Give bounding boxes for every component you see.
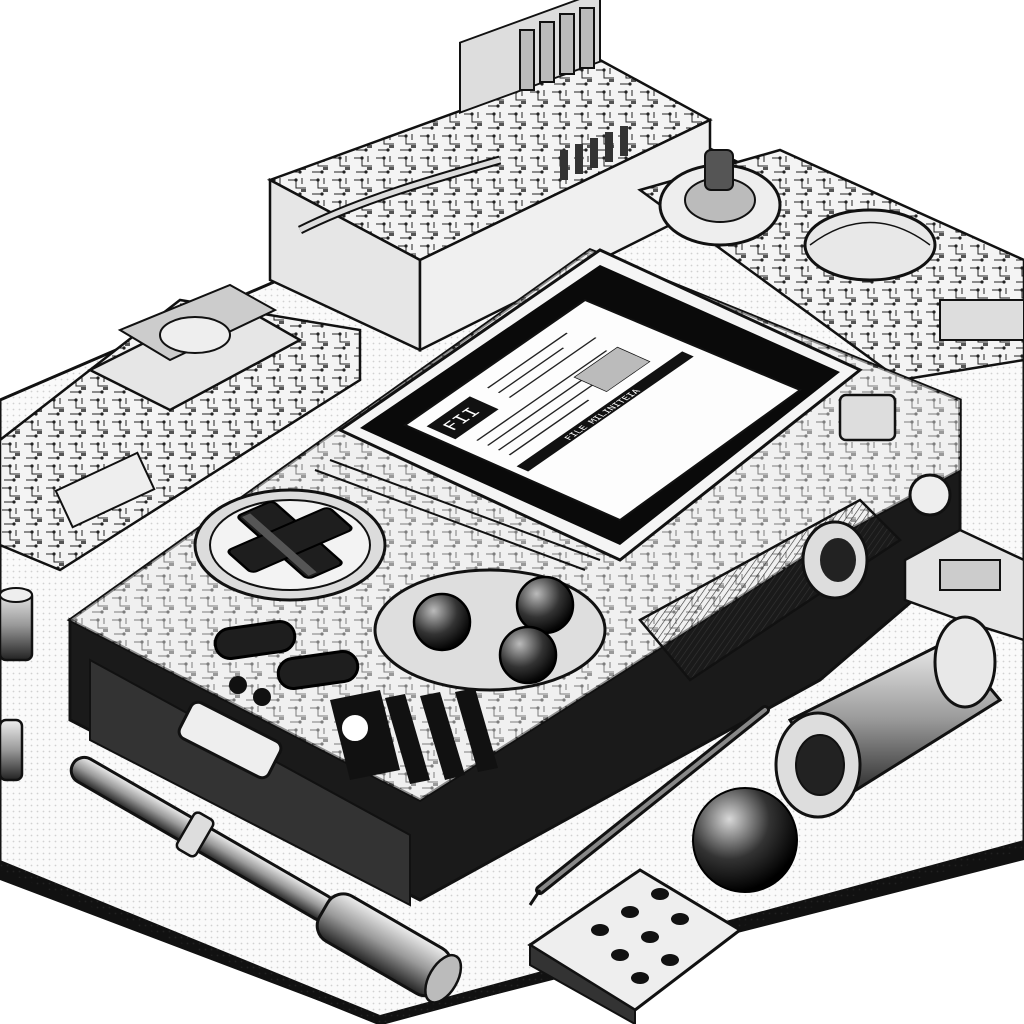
select-button[interactable] [213, 620, 297, 661]
vent-slots [330, 688, 498, 784]
circuit-board-left [0, 283, 362, 572]
face-button-icon[interactable] [498, 625, 558, 685]
face-button-icon[interactable] [515, 575, 575, 635]
start-button[interactable] [276, 650, 360, 691]
screwdriver-tool [69, 755, 463, 1004]
select-start-buttons [213, 620, 360, 706]
stylus-pen [528, 705, 770, 906]
small-chip-module [527, 868, 743, 1024]
dpad-icon[interactable] [193, 486, 387, 602]
face-buttons [373, 568, 607, 692]
side-pegs [0, 587, 34, 782]
speaker-grille-strip [314, 459, 601, 571]
console-screen: FII FILE MILINITEIA [402, 298, 803, 522]
console-right-machinery [638, 393, 952, 682]
cylinder-lens [774, 615, 1003, 819]
dome-module-top-right [637, 148, 1024, 382]
cartridge-block-right [903, 528, 1024, 642]
face-button-icon[interactable] [412, 592, 472, 652]
machinery-case-top [266, 0, 713, 353]
black-ball [692, 787, 798, 893]
